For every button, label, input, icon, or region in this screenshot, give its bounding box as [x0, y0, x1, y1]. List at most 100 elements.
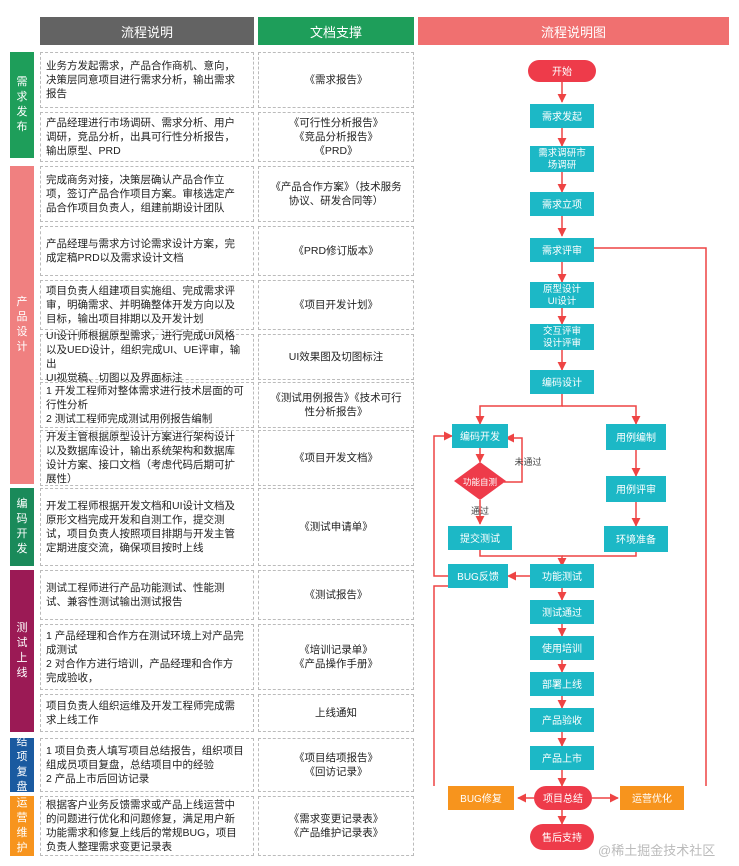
- node-demand-start-label: 需求发起: [542, 110, 582, 123]
- node-dev-label: 编码开发: [460, 430, 500, 443]
- node-deploy-label: 部署上线: [542, 678, 582, 691]
- flow-edges: [433, 82, 707, 825]
- row-desc-7: 1 开发工程师对整体需求进行技术层面的可 行性分析 2 测试工程师完成测试用例报…: [40, 382, 254, 428]
- node-bug-feedback: [448, 564, 508, 588]
- node-env: [604, 526, 668, 552]
- node-submit-label: 提交测试: [460, 532, 500, 545]
- row-desc-13: 1 项目负责人填写项目总结报告，组织项目 组成员项目复盘，总结项目中的经验 2 …: [40, 738, 254, 792]
- row-doc-12: 上线通知: [258, 694, 414, 732]
- node-bugfix: [448, 786, 514, 810]
- row-doc-14: 《需求变更记录表》 《产品维护记录表》: [258, 796, 414, 856]
- edge-env-functest: [562, 552, 637, 557]
- row-doc-9: 《测试申请单》: [258, 488, 414, 566]
- node-approval-label: 需求立项: [542, 198, 582, 211]
- row-doc-10: 《测试报告》: [258, 570, 414, 620]
- row-desc-8: 开发主管根据原型设计方案进行架构设计 以及数据库设计，输出系统架构和数据库 设计…: [40, 430, 254, 486]
- node-approval: [530, 192, 594, 216]
- node-dev: [452, 424, 508, 448]
- row-desc-5: 项目负责人组建项目实施组、完成需求评 审，明确需求、并明确整体开发方向以及 目标…: [40, 280, 254, 330]
- node-interaction-label: 交互评审: [543, 325, 581, 337]
- row-desc-4: 产品经理与需求方讨论需求设计方案，完 成定稿PRD以及需求设计文档: [40, 226, 254, 276]
- node-self-test-label: 功能自测: [463, 477, 497, 487]
- header-description: 流程说明: [40, 17, 254, 45]
- node-summary: [534, 786, 592, 810]
- row-desc-12: 项目负责人组织运维及开发工程师完成需 求上线工作: [40, 694, 254, 732]
- row-doc-7: 《测试用例报告》《技术可行 性分析报告》: [258, 382, 414, 428]
- node-prototype-label: 原型设计: [543, 283, 582, 295]
- flowchart: 开始 需求发起 需求调研市 场调研 需求立项 需求评审 原型设计 UI设计 交互…: [433, 60, 707, 850]
- label-fail: 未通过: [514, 456, 541, 467]
- node-prototype-label-2: UI设计: [548, 295, 577, 307]
- node-start: [528, 60, 596, 82]
- edge-ops-review: [583, 243, 707, 786]
- node-bug-feedback-label: BUG反馈: [457, 570, 499, 583]
- edge-bug-dev: [433, 431, 453, 577]
- node-start-label: 开始: [552, 65, 572, 78]
- node-env-label: 环境准备: [616, 533, 656, 546]
- node-review: [530, 238, 594, 262]
- phase-test-launch: 测试上线: [10, 570, 34, 732]
- node-accept: [530, 708, 594, 732]
- row-desc-6: UI设计师根据原型需求，进行完成UI风格 以及UED设计，组织完成UI、UE评审…: [40, 330, 254, 384]
- row-doc-3: 《产品合作方案》（技术服务 协议、研发合同等）: [258, 166, 414, 222]
- edge-n7-split-right: [562, 405, 641, 425]
- edge-n7-split: [475, 394, 563, 425]
- row-desc-3: 完成商务对接，决策层确认产品合作立 项，签订产品合作项目方案。审核选定产 品合作…: [40, 166, 254, 222]
- row-doc-8: 《项目开发文档》: [258, 430, 414, 486]
- flow-nodes: 开始 需求发起 需求调研市 场调研 需求立项 需求评审 原型设计 UI设计 交互…: [448, 60, 684, 850]
- node-case-review: [606, 476, 666, 502]
- row-doc-5: 《项目开发计划》: [258, 280, 414, 330]
- node-research: [530, 146, 594, 172]
- row-desc-14: 根据客户业务反馈需求或产品上线运营中 的问题进行优化和问题修复，满足用户新 功能…: [40, 796, 254, 856]
- node-test-pass: [530, 600, 594, 624]
- node-submit-test: [448, 526, 512, 550]
- edge-selftest-fail: [504, 433, 523, 483]
- row-doc-6: UI效果图及切图标注: [258, 334, 414, 380]
- node-demand-start: [530, 104, 594, 128]
- row-doc-4: 《PRD修订版本》: [258, 226, 414, 276]
- watermark: @稀土掘金技术社区: [598, 843, 716, 858]
- node-case-write-label: 用例编制: [616, 431, 656, 444]
- row-desc-2: 产品经理进行市场调研、需求分析、用户 调研，竞品分析，出具可行性分析报告， 输出…: [40, 112, 254, 162]
- node-market-label: 产品上市: [542, 752, 582, 765]
- node-market: [530, 746, 594, 770]
- row-doc-1: 《需求报告》: [258, 52, 414, 108]
- node-ops: [620, 786, 684, 810]
- node-review-label: 需求评审: [542, 244, 582, 257]
- node-case-write: [606, 424, 666, 450]
- node-case-review-label: 用例评审: [616, 483, 656, 496]
- node-code-design: [530, 370, 594, 394]
- node-interaction-label-2: 设计评审: [543, 337, 581, 349]
- node-train-label: 使用培训: [542, 642, 582, 655]
- node-func-test-label: 功能测试: [542, 570, 582, 583]
- edge-bugfix-bug: [433, 585, 448, 786]
- node-interaction-review: [530, 324, 594, 350]
- node-bugfix-label: BUG修复: [460, 792, 502, 805]
- phase-operations: 运营维护: [10, 796, 34, 856]
- node-func-test: [530, 564, 594, 588]
- node-test-pass-label: 测试通过: [542, 606, 582, 619]
- row-desc-10: 测试工程师进行产品功能测试、性能测 试、兼容性测试输出测试报告: [40, 570, 254, 620]
- phase-demand: 需求发布: [10, 52, 34, 158]
- edge-submit-functest: [479, 550, 567, 567]
- node-support-label: 售后支持: [542, 831, 582, 844]
- row-doc-2: 《可行性分析报告》 《竞品分析报告》 《PRD》: [258, 112, 414, 162]
- row-desc-1: 业务方发起需求，产品合作商机、意向， 决策层同意项目进行需求分析，输出需求 报告: [40, 52, 254, 108]
- node-summary-label: 项目总结: [543, 792, 583, 805]
- row-doc-11: 《培训记录单》 《产品操作手册》: [258, 624, 414, 690]
- phase-coding: 编码开发: [10, 488, 34, 566]
- node-support: [530, 824, 594, 850]
- node-prototype: [530, 282, 594, 308]
- row-doc-13: 《项目结项报告》 《回访记录》: [258, 738, 414, 792]
- node-self-test: [454, 462, 506, 500]
- node-code-design-label: 编码设计: [542, 376, 582, 389]
- header-diagram: 流程说明图: [418, 17, 729, 45]
- node-accept-label: 产品验收: [542, 714, 582, 727]
- label-pass: 通过: [471, 505, 489, 516]
- node-ops-label: 运营优化: [632, 792, 672, 805]
- row-desc-9: 开发工程师根据开发文档和UI设计文档及 原形文档完成开发和自测工作，提交测 试，…: [40, 488, 254, 566]
- phase-design: 产品设计: [10, 166, 34, 484]
- header-documents: 文档支撑: [258, 17, 414, 45]
- node-train: [530, 636, 594, 660]
- node-research-label-2: 场调研: [548, 160, 577, 171]
